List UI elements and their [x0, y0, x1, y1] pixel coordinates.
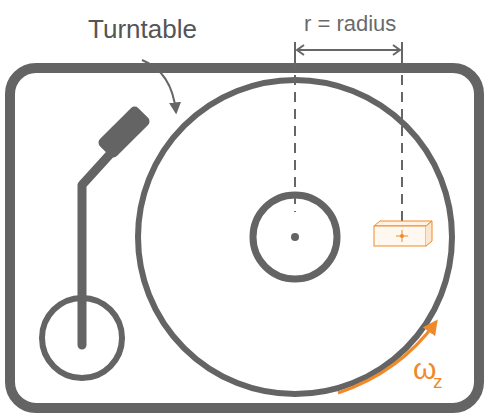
mass-block [374, 221, 432, 246]
dimension-label: r = radius [304, 13, 396, 35]
dimension-line [401, 58, 403, 222]
title-label: Turntable [88, 16, 197, 42]
record-label [253, 195, 337, 279]
tonearm [82, 152, 112, 345]
rotation-arrow [338, 322, 436, 393]
dimension-arrowhead [393, 45, 400, 55]
dimension-tick [401, 42, 403, 58]
spindle [291, 233, 299, 241]
dimension-arrowhead [297, 45, 304, 55]
dimension-tick [294, 42, 296, 58]
dimension-line [294, 58, 296, 212]
subscript-label: z [433, 372, 443, 391]
dimension-arrow [297, 49, 400, 51]
leader-arrow [142, 60, 176, 112]
angular-velocity-symbol: ω [413, 354, 436, 384]
headshell [96, 104, 151, 159]
turntable-housing [10, 68, 479, 408]
